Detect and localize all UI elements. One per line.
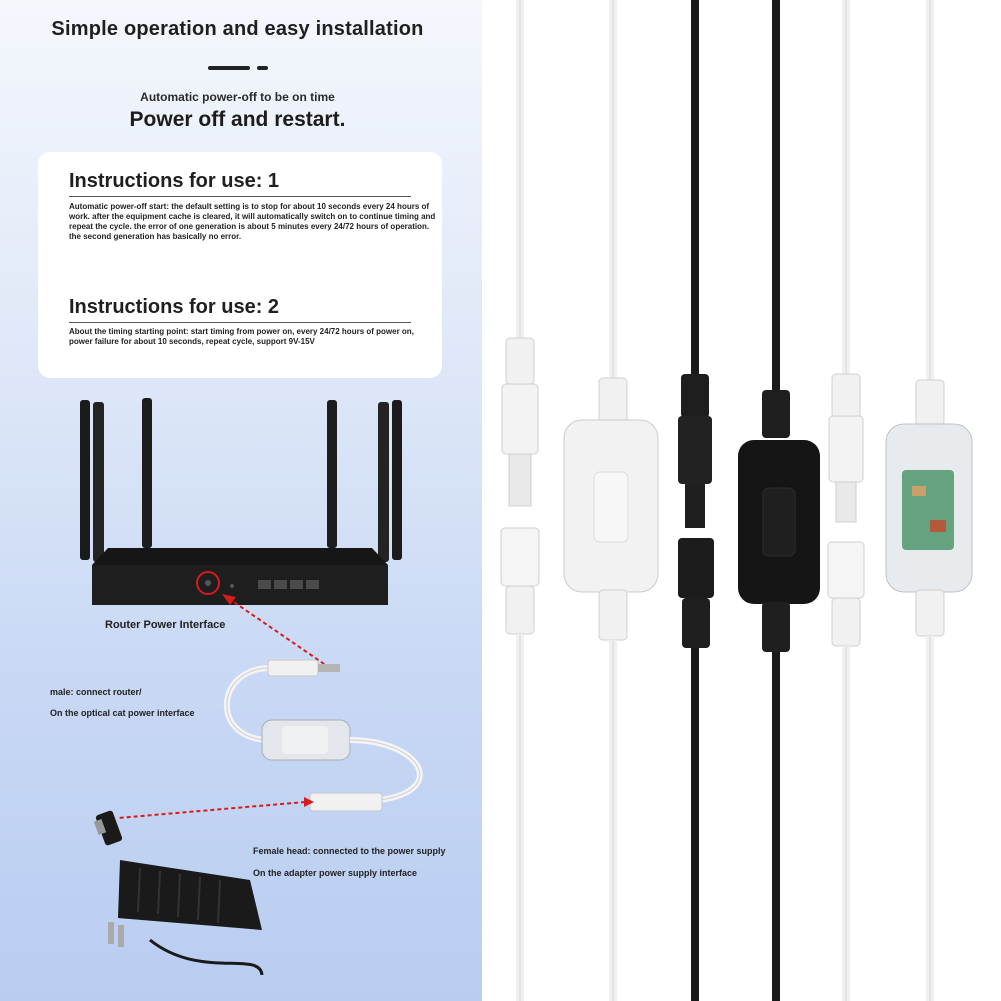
power-adapter-image (93, 810, 264, 976)
female-label-2: On the adapter power supply interface (253, 868, 418, 878)
title-divider-dot (257, 66, 268, 70)
arrow-to-router (222, 594, 331, 669)
page-title: Simple operation and easy installation (51, 18, 424, 40)
instruction-2-title: Instructions for use: 2 (69, 296, 411, 323)
router-label: Router Power Interface (105, 619, 226, 631)
male-label-1: male: connect router/ (50, 687, 142, 697)
title-divider (208, 66, 250, 70)
male-label-2: On the optical cat power interface (50, 708, 195, 718)
subtitle: Automatic power-off to be on time (140, 90, 335, 104)
white-plug-cable-2 (827, 0, 865, 1001)
installation-diagram (80, 398, 423, 976)
instruction-1-title: Instructions for use: 1 (69, 170, 411, 197)
timer-cable-image (223, 659, 423, 812)
cables-image (500, 0, 973, 1001)
tagline: Power off and restart. (129, 108, 346, 131)
female-label-1: Female head: connected to the power supp… (253, 846, 446, 856)
router-image (80, 398, 402, 605)
instructions-card: Instructions for use: 1 Automatic power-… (38, 152, 442, 378)
white-timer-cable (563, 0, 659, 1001)
black-plug-cable (678, 0, 714, 1001)
black-timer-cable (738, 0, 820, 1001)
arrow-to-adapter (117, 797, 314, 819)
product-photo-panel (482, 0, 1001, 1001)
instruction-2-body: About the timing starting point: start t… (69, 327, 414, 346)
clear-timer-cable (885, 0, 973, 1001)
white-plug-cable (500, 0, 540, 1001)
instruction-1-body: Automatic power-off start: the default s… (69, 202, 436, 241)
instructions-panel: Simple operation and easy installation A… (0, 0, 482, 1001)
